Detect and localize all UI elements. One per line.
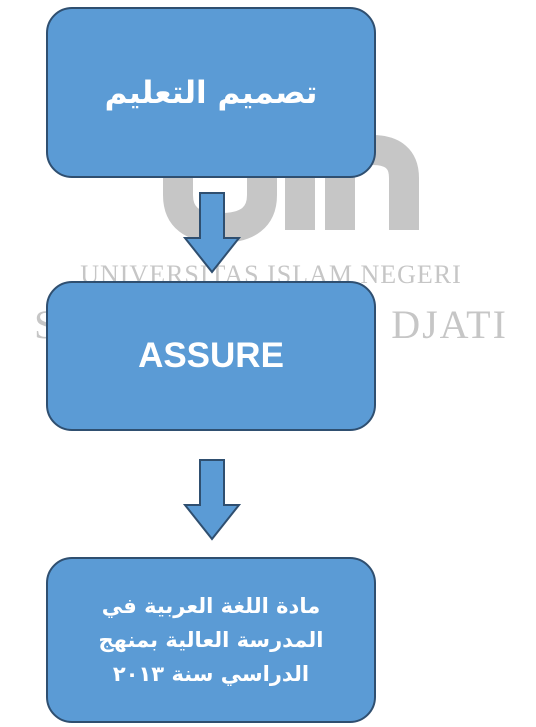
step-2-label: ASSURE	[138, 336, 284, 375]
flowchart-step-1-box: تصميم التعليم	[46, 7, 376, 178]
step-3-label: مادة اللغة العربية في المدرسة العالية بم…	[98, 594, 324, 686]
arrow-2-shape	[182, 459, 242, 541]
flowchart-step-3-box: مادة اللغة العربية في المدرسة العالية بم…	[46, 557, 376, 723]
arrow-1-shape	[182, 192, 242, 274]
flowchart-step-2-box: ASSURE	[46, 281, 376, 431]
down-arrow-2	[182, 459, 242, 541]
down-arrow-1	[182, 192, 242, 274]
step-1-label: تصميم التعليم	[104, 74, 318, 111]
